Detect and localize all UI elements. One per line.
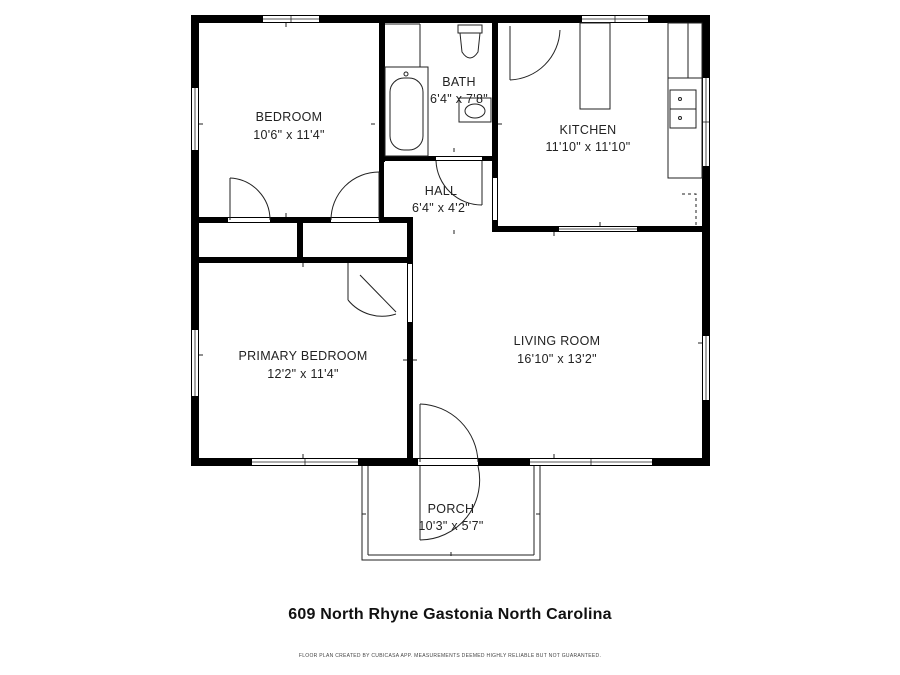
porch-size: 10'3" x 5'7" bbox=[418, 519, 483, 533]
bath-size: 6'4" x 7'8" bbox=[430, 92, 488, 106]
bath-name: BATH bbox=[442, 75, 476, 89]
bedroom-size: 10'6" x 11'4" bbox=[253, 128, 325, 142]
primary-bedroom-name: PRIMARY BEDROOM bbox=[238, 349, 367, 363]
hall-name: HALL bbox=[425, 184, 457, 198]
wall-ticks bbox=[199, 23, 702, 556]
doors bbox=[229, 26, 561, 541]
counter bbox=[667, 77, 703, 179]
kitchen-island bbox=[579, 22, 611, 110]
living-room-name: LIVING ROOM bbox=[514, 334, 601, 348]
address-title: 609 North Rhyne Gastonia North Carolina bbox=[288, 606, 612, 623]
room-labels: BEDROOM 10'6" x 11'4" BATH 6'4" x 7'8" K… bbox=[238, 75, 630, 533]
kitchen-name: KITCHEN bbox=[560, 123, 617, 137]
kitchen-size: 11'10" x 11'10" bbox=[545, 140, 630, 154]
kitchen-fixtures bbox=[579, 22, 703, 226]
disclaimer-text: FLOOR PLAN CREATED BY CUBICASA APP. MEAS… bbox=[298, 653, 602, 659]
floor-plan: BEDROOM 10'6" x 11'4" BATH 6'4" x 7'8" K… bbox=[191, 15, 710, 561]
bath-fixtures bbox=[384, 23, 492, 157]
bath-sink bbox=[458, 97, 492, 123]
hall-size: 6'4" x 4'2" bbox=[412, 201, 470, 215]
bedroom-name: BEDROOM bbox=[256, 110, 323, 124]
porch-name: PORCH bbox=[428, 502, 475, 516]
door-gaps bbox=[228, 157, 497, 465]
toilet bbox=[457, 24, 483, 34]
window-panes bbox=[194, 16, 709, 465]
living-room-size: 16'10" x 13'2" bbox=[517, 352, 597, 366]
primary-bedroom-size: 12'2" x 11'4" bbox=[267, 367, 339, 381]
